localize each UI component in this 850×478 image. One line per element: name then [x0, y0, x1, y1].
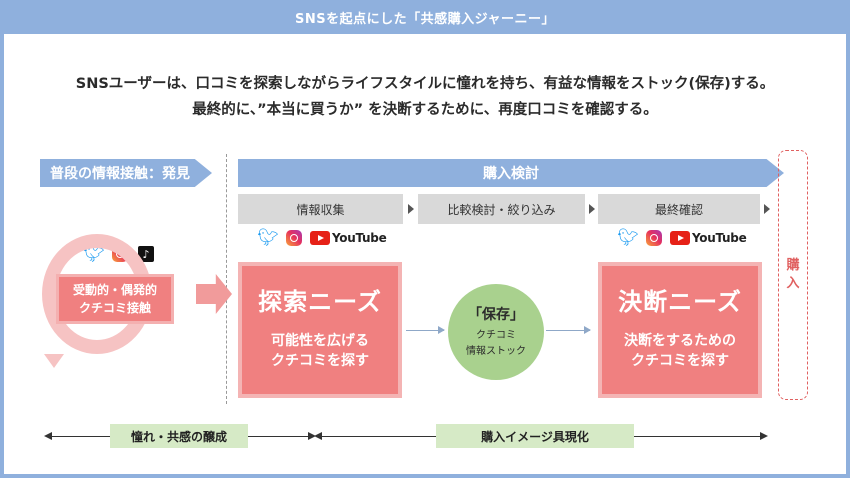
arrowhead-right-icon — [308, 432, 316, 440]
passive-line-1: 受動的・偶発的 — [72, 283, 157, 297]
chevron-right-icon — [408, 204, 414, 214]
twitter-icon: 🐦︎ — [617, 227, 639, 248]
save-circle: 「保存」 クチコミ 情報ストック — [448, 284, 544, 380]
tiktok-icon: ♪ — [136, 246, 156, 262]
content-panel: SNSユーザーは、口コミを探索しながらライフスタイルに憧れを持ち、有益な情報をス… — [4, 34, 846, 474]
arrowhead-right-icon — [760, 432, 768, 440]
save-line-2: 情報ストック — [466, 346, 526, 357]
phase-divider — [226, 154, 227, 404]
phase-consideration-arrow: 購入検討 — [238, 159, 784, 187]
instagram-icon — [284, 230, 304, 246]
page-title: SNSを起点にした「共感購入ジャーニー」 — [295, 11, 555, 27]
youtube-label: YouTube — [692, 231, 747, 245]
decide-needs-title: 決断ニーズ — [618, 288, 742, 316]
cycle-arrowhead — [44, 354, 64, 368]
youtube-label: YouTube — [332, 231, 387, 245]
sns-icons-explore: 🐦︎ YouTube — [257, 227, 387, 248]
explore-needs-title: 探索ニーズ — [258, 288, 382, 316]
purchase-char-2: 入 — [786, 276, 800, 292]
explore-needs-line-1: 可能性を広げる — [271, 333, 369, 349]
instagram-icon — [644, 230, 664, 246]
save-line-1: クチコミ — [476, 330, 516, 341]
stage-comparison: 比較検討・絞り込み — [418, 194, 585, 224]
youtube-icon: YouTube — [310, 231, 387, 245]
arrowhead-left-icon — [44, 432, 52, 440]
arrowhead-left-icon — [314, 432, 322, 440]
flow-arrow-to-save — [406, 326, 445, 334]
flow-arrow-to-decide — [546, 326, 591, 334]
purchase-char-1: 購 — [786, 258, 800, 273]
bottom-label-left: 憧れ・共感の醸成 — [110, 424, 248, 448]
save-title: 「保存」 — [468, 307, 524, 323]
explore-needs-line-2: クチコミを探す — [271, 353, 369, 370]
intro-line-1: SNSユーザーは、口コミを探索しながらライフスタイルに憧れを持ち、有益な情報をス… — [75, 76, 775, 92]
intro-line-2: 最終的に、”本当に買うか” を決断するために、再度口コミを確認する。 — [192, 102, 658, 118]
explore-needs-box: 探索ニーズ 可能性を広げる クチコミを探す — [238, 262, 402, 398]
phase-discovery-arrow: 普段の情報接触：発見 — [40, 159, 212, 187]
youtube-icon: YouTube — [670, 231, 747, 245]
chevron-right-icon — [589, 204, 595, 214]
stage-final-check: 最終確認 — [598, 194, 760, 224]
stage-info-gathering: 情報収集 — [238, 194, 403, 224]
decide-needs-box: 決断ニーズ 決断をするための クチコミを探す — [598, 262, 762, 398]
decide-needs-line-1: 決断をするための — [624, 333, 736, 349]
sns-icons-decide: 🐦︎ YouTube — [617, 227, 747, 248]
chevron-right-icon — [764, 204, 770, 214]
purchase-box: 購 入 — [778, 150, 808, 400]
twitter-icon: 🐦︎ — [257, 227, 279, 248]
passive-contact-box: 受動的・偶発的 クチコミ接触 — [56, 274, 174, 324]
decide-needs-line-2: クチコミを探す — [631, 353, 729, 370]
passive-line-2: クチコミ接触 — [78, 301, 151, 315]
bottom-label-right: 購入イメージ具現化 — [436, 424, 634, 448]
